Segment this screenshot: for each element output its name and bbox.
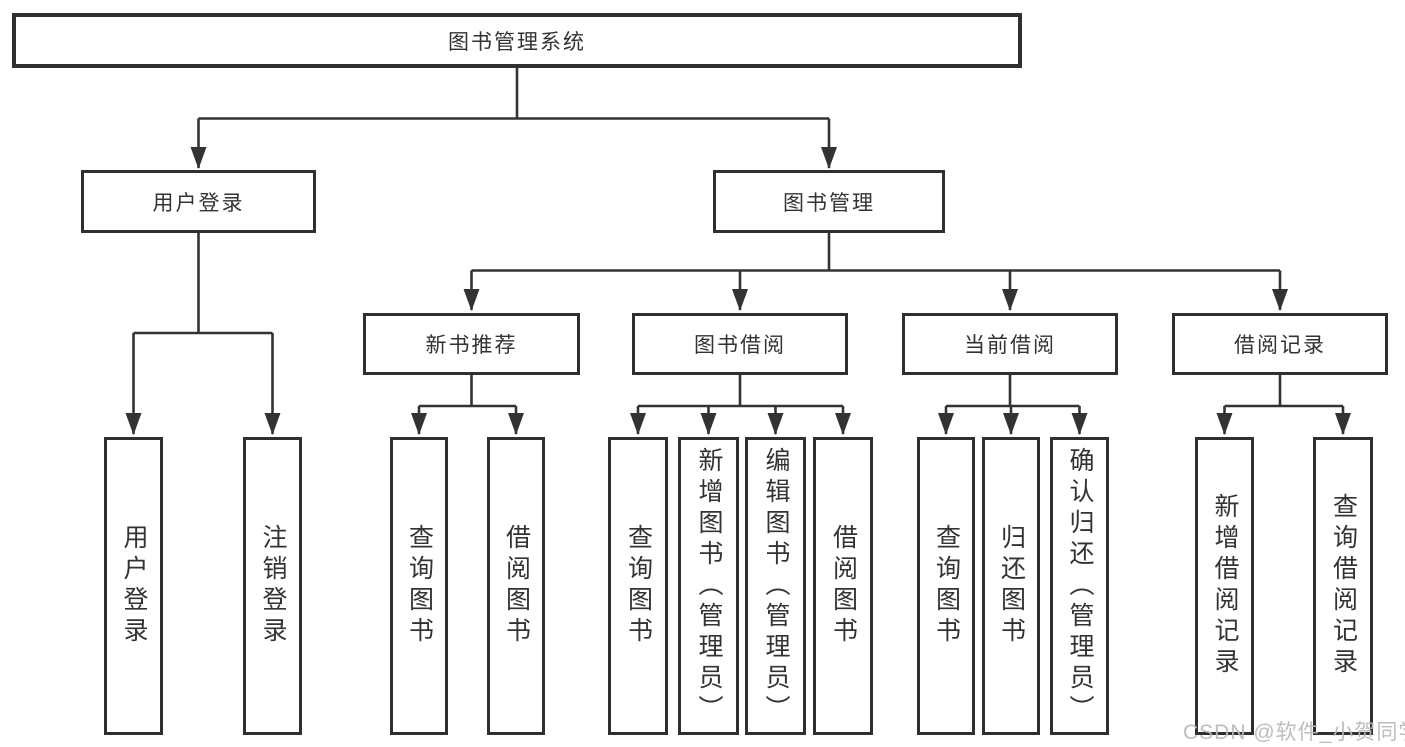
leaf-query-books-borrow-label: 查询图书 [624,524,653,648]
leaf-user-login: 用户登录 [104,437,163,735]
leaf-query-books-recommend: 查询图书 [390,437,448,735]
leaf-confirm-return-admin-label: 确认归还（管理员） [1066,446,1094,726]
node-root-label: 图书管理系统 [448,30,586,54]
branch-book-borrow [630,375,851,435]
branch-current-borrow [938,375,1088,435]
leaf-logout: 注销登录 [243,437,302,735]
node-book-borrow-label: 图书借阅 [694,334,786,357]
leaf-return-books-label: 归还图书 [997,524,1026,648]
leaf-add-borrow-record-label: 新增借阅记录 [1211,493,1239,679]
node-book-management-label: 图书管理 [783,191,875,215]
node-new-book-recommend: 新书推荐 [363,313,580,375]
branch-new-book-recommend [411,375,524,435]
branch-borrow-records [1216,375,1351,435]
node-borrow-records-label: 借阅记录 [1234,334,1326,357]
leaf-confirm-return-admin: 确认归还（管理员） [1050,437,1109,735]
leaf-query-books-recommend-label: 查询图书 [405,524,434,648]
leaf-logout-label: 注销登录 [259,524,287,648]
node-user-login-label: 用户登录 [152,191,245,215]
node-current-borrow-label: 当前借阅 [964,334,1056,357]
leaf-borrow-books-recommend-label: 借阅图书 [502,524,531,648]
leaf-add-books-admin: 新增图书（管理员） [678,437,739,735]
leaf-query-books-current: 查询图书 [917,437,975,735]
branch-root [190,68,837,169]
leaf-query-books-current-label: 查询图书 [932,524,961,648]
node-borrow-records: 借阅记录 [1172,313,1388,375]
branch-book-management [463,233,1288,311]
branch-user-login [125,233,281,435]
node-root-system: 图书管理系统 [12,13,1022,68]
leaf-user-login-label: 用户登录 [120,524,148,648]
leaf-add-books-admin-label: 新增图书（管理员） [695,446,723,726]
leaf-borrow-books-label: 借阅图书 [829,524,858,648]
leaf-return-books: 归还图书 [982,437,1040,735]
node-book-borrow: 图书借阅 [632,313,848,375]
leaf-query-borrow-record: 查询借阅记录 [1313,437,1373,735]
leaf-edit-books-admin: 编辑图书（管理员） [745,437,806,735]
leaf-borrow-books: 借阅图书 [813,437,873,735]
leaf-query-borrow-record-label: 查询借阅记录 [1329,493,1358,679]
node-current-borrow: 当前借阅 [902,313,1118,375]
leaf-add-borrow-record: 新增借阅记录 [1195,437,1254,735]
leaf-borrow-books-recommend: 借阅图书 [487,437,545,735]
node-book-management: 图书管理 [713,170,945,233]
leaf-query-books-borrow: 查询图书 [608,437,668,735]
node-user-login: 用户登录 [81,170,316,233]
csdn-watermark: CSDN @软件_小贺同学 [1183,721,1405,744]
node-new-book-recommend-label: 新书推荐 [425,334,518,357]
leaf-edit-books-admin-label: 编辑图书（管理员） [762,446,790,726]
